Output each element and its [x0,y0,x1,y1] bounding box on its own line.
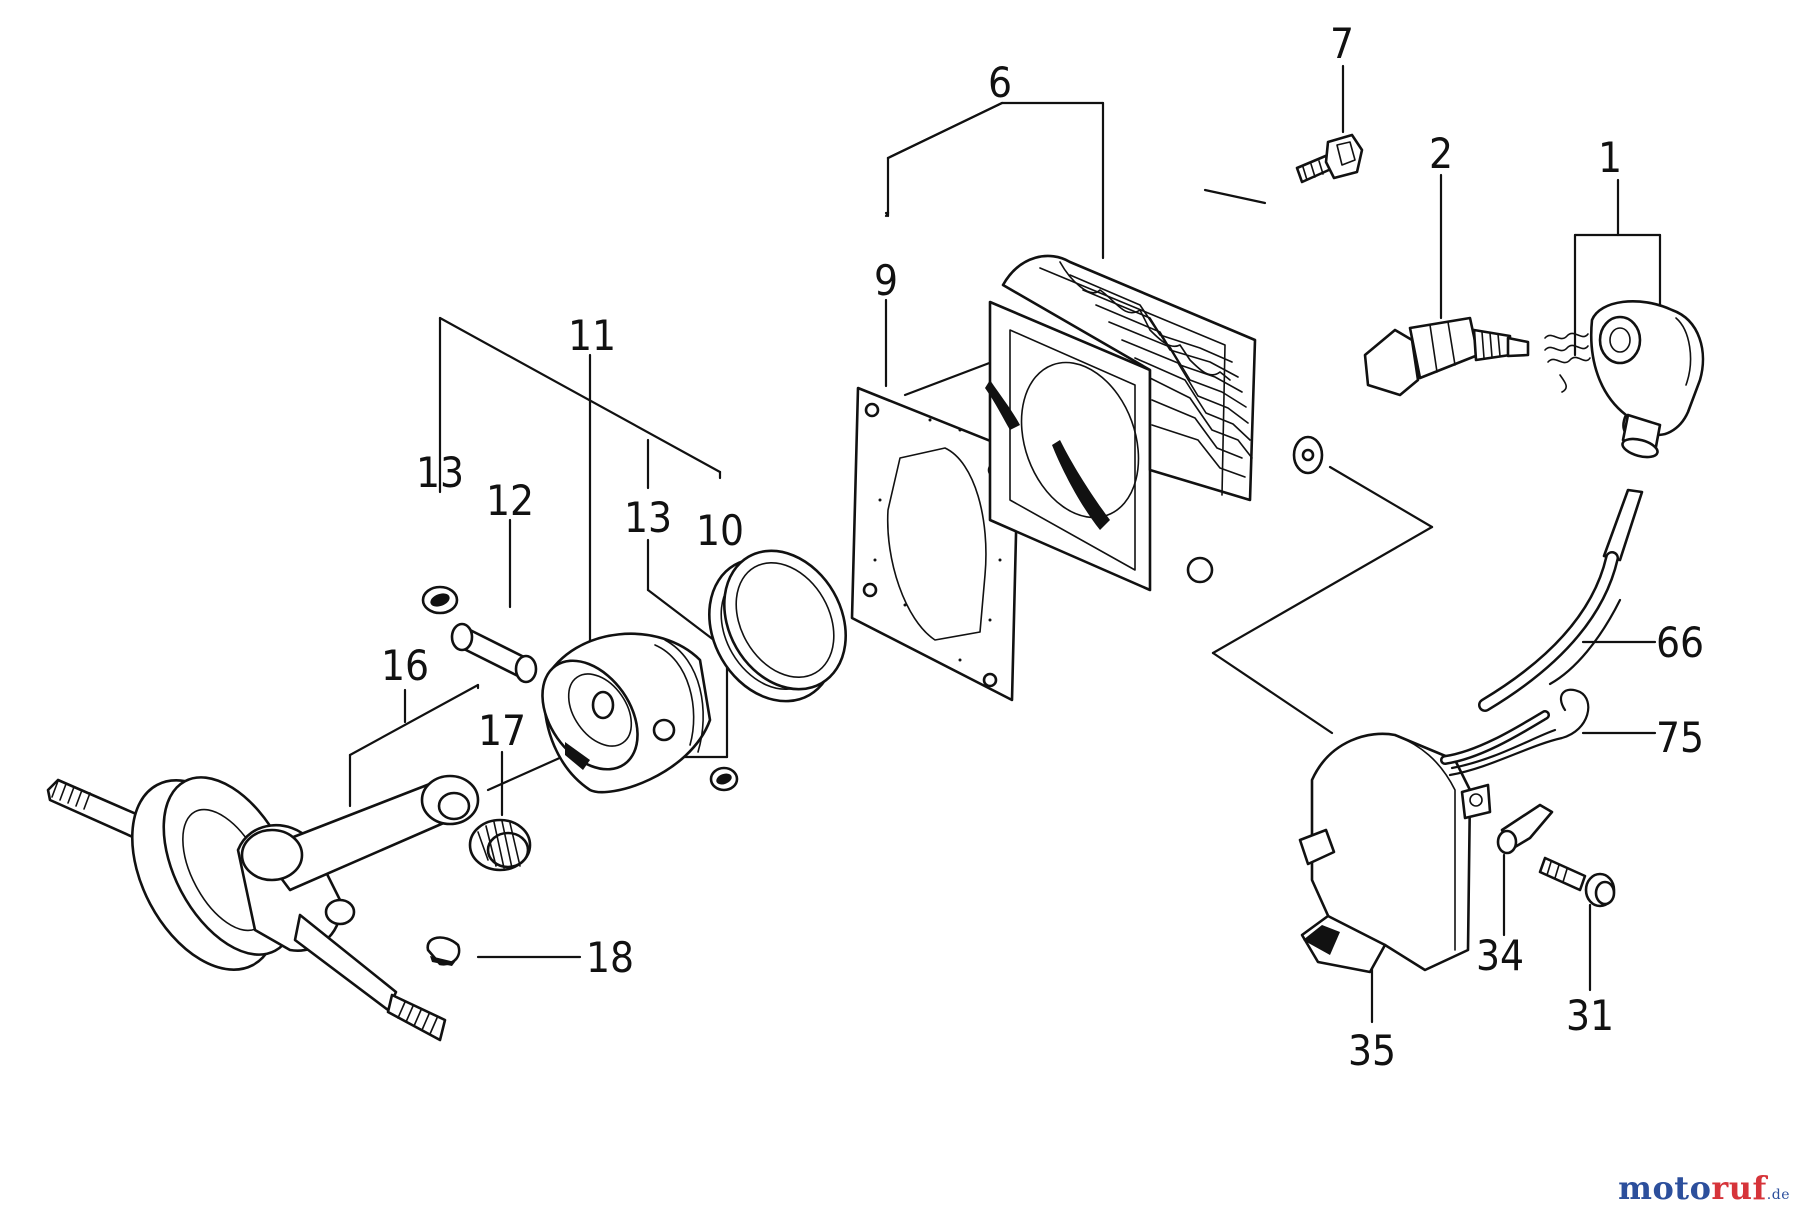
callout-66: 66 [1656,618,1704,667]
crankshaft-drawing [46,774,480,1042]
bolt-7-drawing [1295,133,1364,184]
watermark-part-2: ruf [1711,1169,1767,1207]
callout-2: 2 [1429,129,1453,178]
spark-plug-drawing [1363,316,1530,397]
spark-plug-cap-drawing [1544,299,1705,459]
callout-12: 12 [486,476,534,525]
callout-17: 17 [478,706,526,755]
callout-35: 35 [1348,1026,1396,1075]
callout-1: 1 [1598,133,1622,182]
callout-11: 11 [568,311,616,360]
watermark-logo: motoruf.de [1618,1169,1790,1207]
callout-10: 10 [696,506,744,555]
callout-18: 18 [586,933,634,982]
callout-16: 16 [381,641,429,690]
callout-31: 31 [1566,991,1614,1040]
callout-7: 7 [1330,19,1354,68]
ht-lead-drawing [1478,488,1644,712]
needle-bearing-drawing [468,818,532,872]
callout-13-right: 13 [624,493,672,542]
callout-9: 9 [874,256,898,305]
callout-6: 6 [988,58,1012,107]
ignition-coil-drawing [1298,688,1616,974]
watermark-part-3: .de [1766,1187,1790,1203]
callout-34: 34 [1476,931,1524,980]
callout-75: 75 [1656,713,1704,762]
piston-drawing [421,549,847,794]
callout-labels: 1 2 6 7 9 10 11 12 13 13 16 17 18 31 34 … [381,19,1704,1075]
callout-13-left: 13 [416,448,464,497]
cylinder-drawing [985,254,1324,592]
watermark-part-1: moto [1618,1169,1712,1207]
